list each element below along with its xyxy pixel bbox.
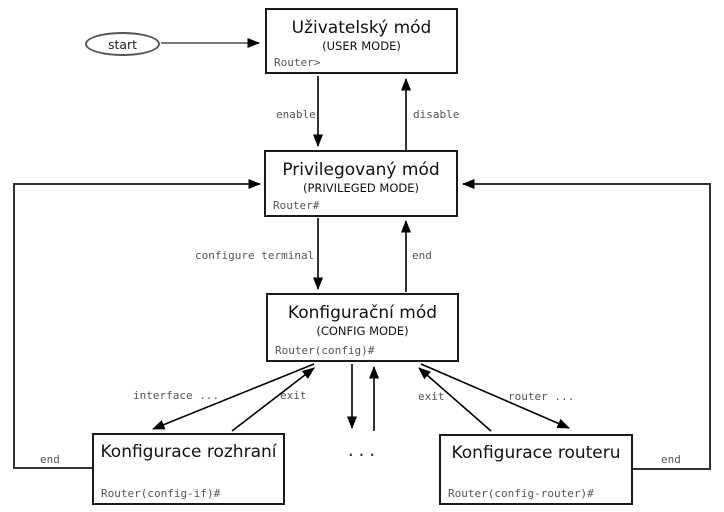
user-mode-prompt: Router> bbox=[274, 56, 321, 69]
config-mode-subtitle: (CONFIG MODE) bbox=[316, 324, 409, 339]
end-mid-label: end bbox=[412, 249, 432, 262]
privileged-mode-prompt: Router# bbox=[273, 199, 320, 212]
node-router-config: Konfigurace routeru Router(config-router… bbox=[439, 434, 633, 505]
config-mode-prompt: Router(config)# bbox=[275, 344, 375, 357]
router-config-prompt: Router(config-router)# bbox=[448, 487, 594, 500]
node-privileged-mode: Privilegovaný mód (PRIVILEGED MODE) Rout… bbox=[264, 150, 458, 217]
end-left-label: end bbox=[40, 453, 60, 466]
exit-left-label: exit bbox=[280, 389, 307, 402]
interface-config-title: Konfigurace rozhraní bbox=[100, 442, 277, 462]
router-cmd-label: router ... bbox=[508, 390, 575, 403]
exit-right-label: exit bbox=[418, 390, 445, 403]
end-right-loop-arrow bbox=[462, 179, 711, 470]
node-user-mode: Uživatelský mód (USER MODE) Router> bbox=[265, 8, 458, 74]
start-label: start bbox=[107, 36, 138, 52]
interface-cmd-label: interface ... bbox=[133, 389, 220, 402]
configure-terminal-label: configure terminal bbox=[195, 249, 315, 262]
end-left-loop-arrow bbox=[13, 179, 261, 469]
enable-label: enable bbox=[276, 108, 316, 121]
interface-config-prompt: Router(config-if)# bbox=[101, 487, 221, 500]
node-interface-config: Konfigurace rozhraní Router(config-if)# bbox=[92, 433, 285, 505]
router-config-title: Konfigurace routeru bbox=[451, 443, 621, 463]
privileged-mode-subtitle: (PRIVILEGED MODE) bbox=[302, 181, 419, 196]
ellipsis-node: ... bbox=[346, 441, 378, 460]
disable-label: disable bbox=[413, 108, 460, 121]
end-right-label: end bbox=[661, 453, 681, 466]
start-node: start bbox=[85, 32, 160, 56]
node-config-mode: Konfigurační mód (CONFIG MODE) Router(co… bbox=[266, 293, 459, 362]
user-mode-title: Uživatelský mód bbox=[291, 18, 432, 38]
user-mode-subtitle: (USER MODE) bbox=[322, 39, 401, 54]
config-mode-title: Konfigurační mód bbox=[287, 303, 438, 323]
privileged-mode-title: Privilegovaný mód bbox=[282, 160, 440, 180]
